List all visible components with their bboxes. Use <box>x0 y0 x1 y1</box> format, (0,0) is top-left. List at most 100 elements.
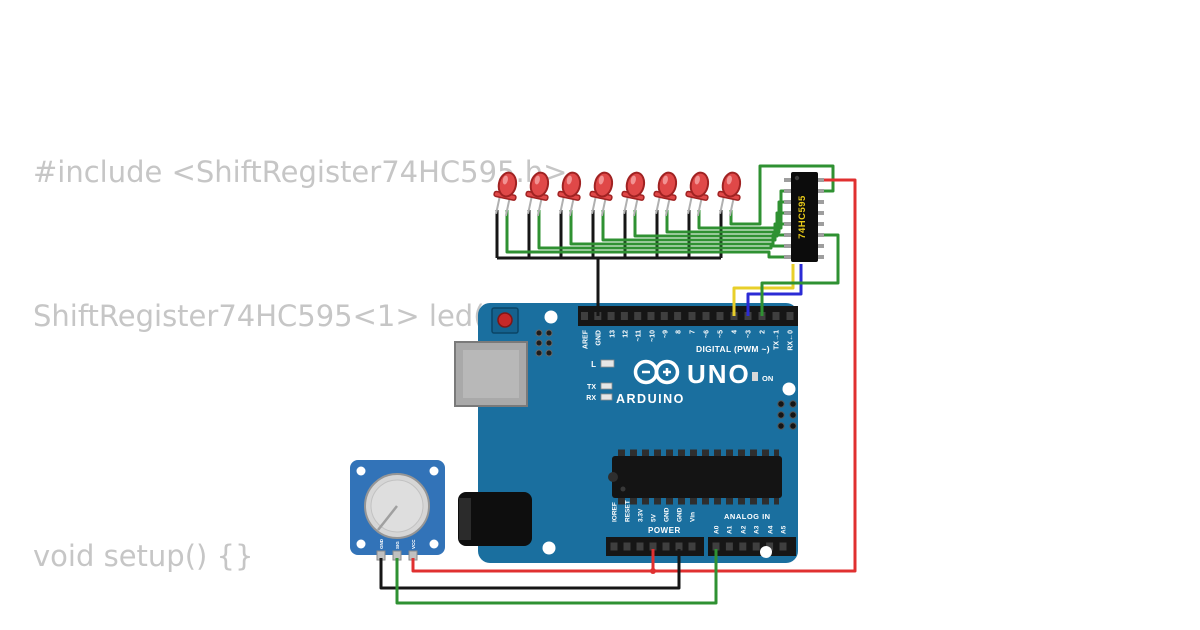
pin-label-a4: A4 <box>768 525 775 534</box>
wire-led1-green[interactable] <box>505 210 795 259</box>
wire-led-cathodes-black[interactable] <box>495 210 723 258</box>
header-strip-left[interactable] <box>578 306 690 326</box>
led-rx-label: RX <box>586 395 596 402</box>
pin-label-a2: A2 <box>741 525 748 534</box>
pin-label-11: ~11 <box>636 330 643 342</box>
pin-label-a5: A5 <box>781 525 788 534</box>
pin-label-vin: Vin <box>690 512 697 522</box>
icsp-header[interactable] <box>777 400 797 430</box>
usb-connector <box>454 341 528 407</box>
pin-label-7: 7 <box>690 330 697 334</box>
onboard-leds: L TX RX <box>586 359 615 402</box>
pot-label-gnd: GND <box>379 538 384 549</box>
shift-register-ic[interactable]: 74HC595 <box>784 172 824 262</box>
pin-label-9: ~9 <box>663 330 670 338</box>
led-rx-indicator <box>600 393 613 401</box>
led-2[interactable] <box>521 169 554 219</box>
jack-body <box>458 492 532 546</box>
ic-label: 74HC595 <box>797 195 808 239</box>
led-8[interactable] <box>713 169 746 219</box>
power-header[interactable] <box>606 537 704 556</box>
mounting-hole <box>782 382 796 396</box>
header-strip-right[interactable] <box>684 306 798 326</box>
power-jack <box>458 492 532 546</box>
pin-label-a3: A3 <box>754 525 761 534</box>
pin-label-3: ~3 <box>746 330 753 338</box>
atmega-chip <box>608 449 782 505</box>
jack-opening <box>459 498 471 540</box>
power-pin-labels: IOREF RESET 3.3V 5V GND GND Vin <box>612 500 697 522</box>
ic-body[interactable] <box>791 172 818 262</box>
wires <box>379 164 857 605</box>
led-6[interactable] <box>649 169 682 219</box>
analog-strip[interactable] <box>708 537 796 556</box>
wire-led7-green[interactable] <box>697 189 795 230</box>
digital-pwm-label: DIGITAL (PWM ~) <box>696 344 770 354</box>
pin-label-a1: A1 <box>727 525 734 534</box>
led-tx-label: TX <box>587 384 596 391</box>
wire-vcc-red[interactable] <box>411 178 857 573</box>
analog-pin-labels: A0 A1 A2 A3 A4 A5 <box>714 525 788 534</box>
led-5[interactable] <box>617 169 650 219</box>
usb-top <box>463 350 519 398</box>
led-l-label: L <box>591 360 596 369</box>
pin-label-8: 8 <box>676 330 683 334</box>
mounting-hole <box>760 546 772 558</box>
potentiometer[interactable]: GND SIG VCC <box>350 460 445 561</box>
icsp2-header[interactable] <box>535 329 553 357</box>
pot-label-vcc: VCC <box>411 539 416 549</box>
wire-junction-red <box>650 568 656 574</box>
analog-header[interactable] <box>708 537 796 556</box>
code-line: void setup() {} <box>33 539 254 573</box>
chip-pin1-dot <box>620 486 626 492</box>
reset-button[interactable] <box>491 307 519 334</box>
led-1[interactable] <box>489 169 522 219</box>
led-l-indicator <box>600 359 615 368</box>
ic-pins[interactable] <box>784 178 824 259</box>
wire-pot-signal-green[interactable] <box>395 549 718 605</box>
wire-clock-green[interactable] <box>760 233 840 316</box>
wire-led8-green[interactable] <box>729 164 835 226</box>
pin-label-reset: RESET <box>625 500 632 522</box>
board-brand-label: ARDUINO <box>616 392 685 406</box>
pot-corner-holes <box>356 466 439 549</box>
wire-pot-gnd-black[interactable] <box>379 549 681 590</box>
power-on-led <box>752 372 758 381</box>
pin-label-13: 13 <box>610 330 617 338</box>
pot-label-sig: SIG <box>395 541 400 549</box>
pin-label-3v3: 3.3V <box>638 508 645 522</box>
led-4[interactable] <box>585 169 618 219</box>
pin-label-6: ~6 <box>704 330 711 338</box>
pin-label-a0: A0 <box>714 525 721 534</box>
chip-body <box>612 456 782 498</box>
pot-indicator <box>377 505 398 531</box>
pin-label-gnd2: GND <box>677 507 684 522</box>
pin-label-10: ~10 <box>650 330 657 342</box>
pin-label-5: ~5 <box>718 330 725 338</box>
arduino-logo <box>633 359 680 385</box>
mounting-holes <box>542 310 796 558</box>
wire-led5-green[interactable] <box>633 210 795 238</box>
led-3[interactable] <box>553 169 586 219</box>
led-7[interactable] <box>681 169 714 219</box>
wire-latch-blue[interactable] <box>746 264 803 316</box>
pin-label-2: 2 <box>760 330 767 334</box>
board-model-label: UNO <box>687 359 751 389</box>
pin-label-ioref: IOREF <box>612 502 619 522</box>
reset-cap[interactable] <box>497 312 513 328</box>
wire-led2-green[interactable] <box>537 210 795 250</box>
analog-header-label: ANALOG IN <box>724 512 771 521</box>
pin-label-5v: 5V <box>651 513 658 522</box>
chip-notch <box>608 472 618 482</box>
pin-label-tx1: TX→1 <box>774 330 781 350</box>
arduino-uno-board[interactable]: AREF GND 13 12 ~11 ~10 ~9 8 7 ~6 ~5 4 ~3… <box>454 303 798 563</box>
digital-pin-labels: AREF GND 13 12 ~11 ~10 ~9 8 7 ~6 ~5 4 ~3… <box>583 329 795 350</box>
logo-circle-right <box>654 359 680 385</box>
led-tx-indicator <box>600 382 613 390</box>
mounting-hole <box>542 541 556 555</box>
led-strip <box>489 169 746 219</box>
digital-header[interactable] <box>578 306 798 326</box>
wire-led3-green[interactable] <box>569 210 795 246</box>
